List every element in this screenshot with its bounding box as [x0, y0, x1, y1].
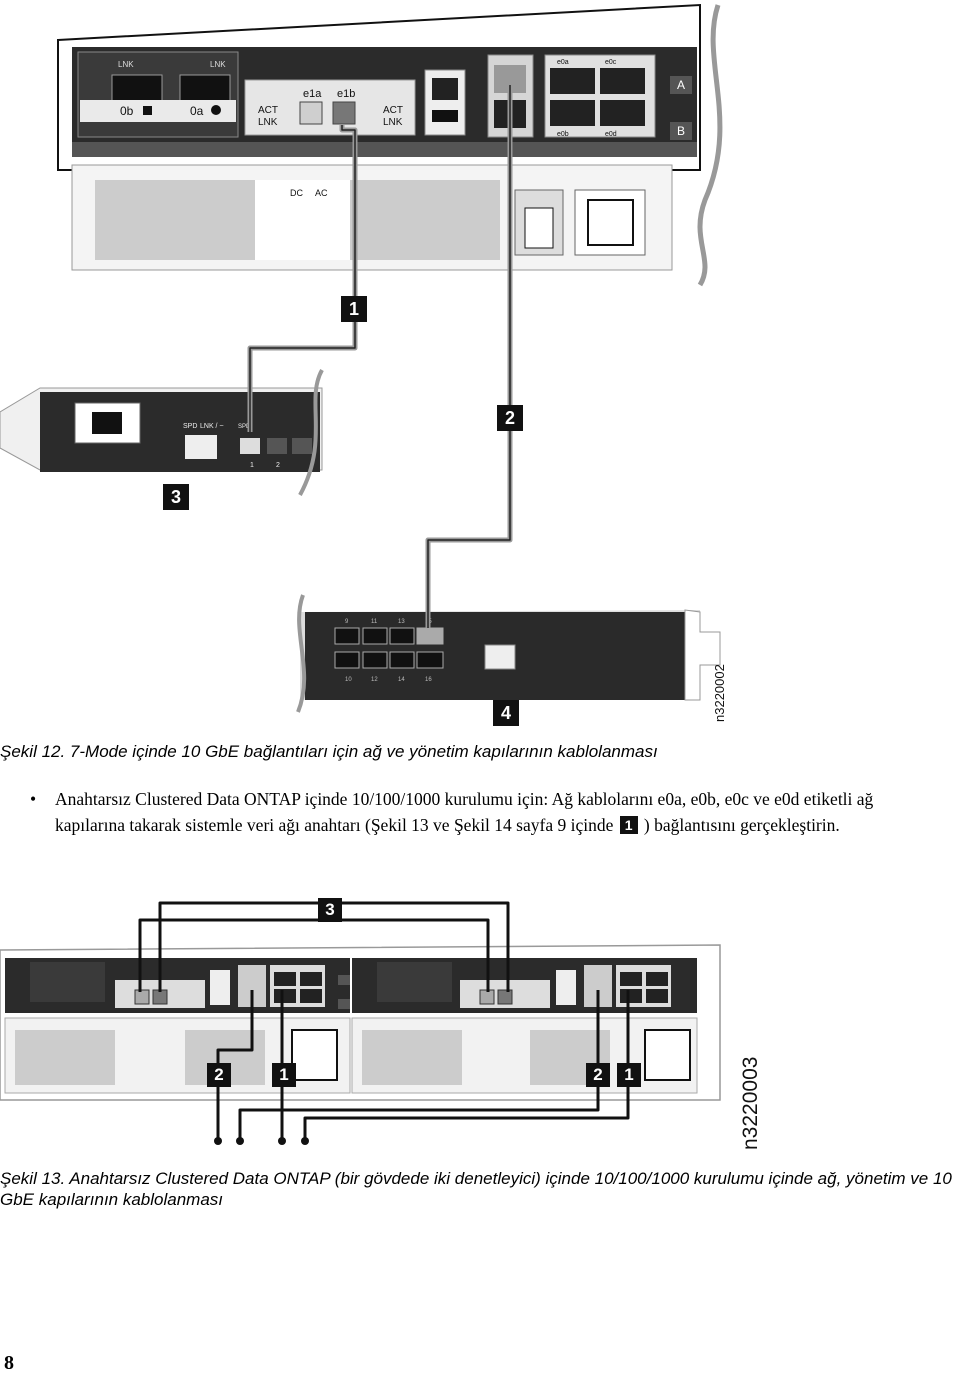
controller-chassis: LNK LNK 0b 0a ACT LNK ACT LNK e1a e1b e0…	[57, 3, 723, 287]
controller-left	[4, 958, 351, 1094]
bullet-marker: •	[30, 789, 37, 809]
figure-13-callout-right-2: 2	[586, 1063, 610, 1087]
svg-text:2: 2	[276, 462, 280, 469]
figure-13-callout-3: 3	[318, 898, 342, 922]
svg-text:13: 13	[398, 619, 405, 625]
instruction-text-after: ) bağlantısını gerçekleştirin.	[643, 815, 840, 835]
svg-text:LNK: LNK	[118, 60, 134, 69]
figure-12-id: n3220002	[712, 664, 727, 722]
figure-13-caption: Şekil 13. Anahtarsız Clustered Data ONTA…	[0, 1169, 952, 1209]
svg-text:11: 11	[371, 619, 378, 625]
callout-1: 1	[341, 296, 367, 322]
svg-text:0b: 0b	[120, 104, 134, 118]
controller-right	[351, 958, 698, 1094]
page-number: 8	[4, 1352, 14, 1374]
svg-text:0a: 0a	[190, 104, 204, 118]
svg-text:LNK: LNK	[210, 60, 226, 69]
svg-text:e0a: e0a	[557, 59, 569, 66]
svg-text:DC: DC	[290, 188, 303, 198]
svg-text:e0b: e0b	[557, 131, 569, 138]
figure-12-caption: Şekil 12. 7-Mode içinde 10 GbE bağlantıl…	[0, 742, 658, 761]
callout-3: 3	[163, 484, 189, 510]
svg-text:LNK: LNK	[258, 117, 278, 128]
callout-4: 4	[493, 700, 519, 726]
inline-callout-badge: 1	[619, 816, 638, 834]
figure-13-callout-left-1: 1	[272, 1063, 296, 1087]
data-switch: 9 11 13 15 10 12 14 16	[296, 594, 721, 713]
management-switch: SPD LNK / ~ SPD 1 2	[0, 369, 324, 496]
svg-text:ACT: ACT	[258, 105, 278, 116]
svg-text:LNK / ~: LNK / ~	[200, 423, 224, 430]
svg-text:LNK: LNK	[383, 117, 403, 128]
svg-text:14: 14	[398, 677, 405, 683]
svg-text:e0d: e0d	[605, 131, 617, 138]
svg-text:e1a: e1a	[303, 88, 322, 100]
svg-text:SPD: SPD	[238, 424, 251, 430]
svg-text:A: A	[677, 78, 685, 92]
svg-text:10: 10	[345, 677, 352, 683]
figure-13-callout-left-2: 2	[207, 1063, 231, 1087]
figure-13-id: n3220003	[739, 1056, 762, 1150]
instruction-text-before: Anahtarsız Clustered Data ONTAP içinde 1…	[55, 789, 874, 835]
figure-12-diagram: LNK LNK 0b 0a ACT LNK ACT LNK e1a e1b e0…	[0, 3, 723, 713]
svg-text:B: B	[677, 124, 685, 138]
svg-text:1: 1	[250, 462, 254, 469]
svg-text:12: 12	[371, 677, 378, 683]
instruction-paragraph: Anahtarsız Clustered Data ONTAP içinde 1…	[55, 786, 935, 838]
figure-13-callout-right-1: 1	[617, 1063, 641, 1087]
svg-text:9: 9	[345, 619, 349, 625]
svg-text:16: 16	[425, 677, 432, 683]
svg-text:e0c: e0c	[605, 59, 617, 66]
cables-core	[249, 85, 511, 628]
svg-text:AC: AC	[315, 188, 328, 198]
callout-2: 2	[497, 405, 523, 431]
svg-text:ACT: ACT	[383, 105, 403, 116]
svg-text:e1b: e1b	[337, 88, 355, 100]
svg-text:SPD: SPD	[183, 423, 197, 430]
